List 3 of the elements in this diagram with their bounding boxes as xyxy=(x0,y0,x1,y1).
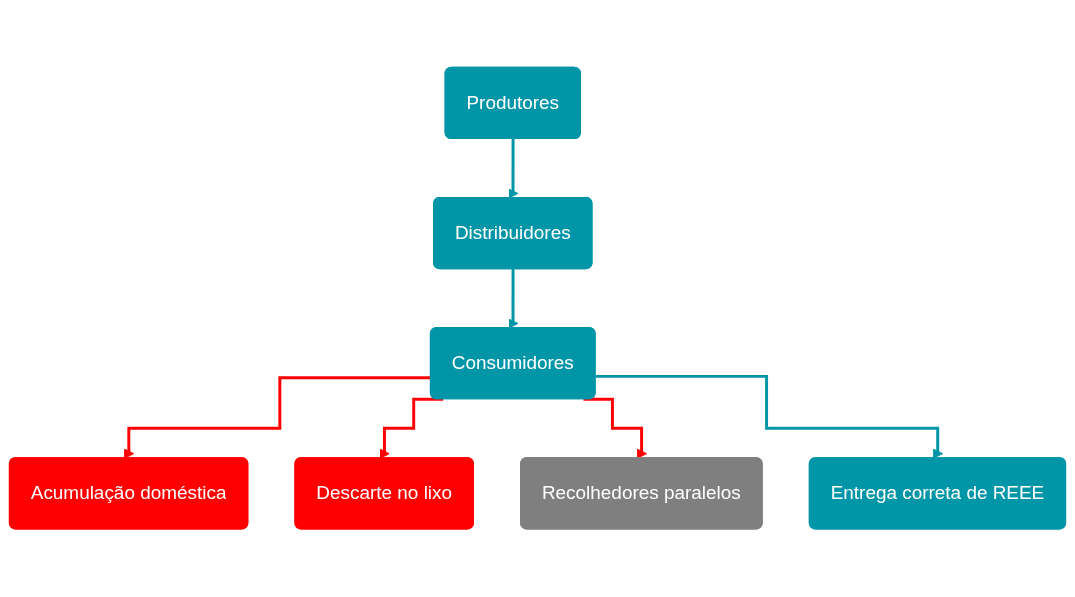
arrow xyxy=(508,268,519,330)
arrow xyxy=(595,375,944,460)
arrow xyxy=(508,137,519,199)
